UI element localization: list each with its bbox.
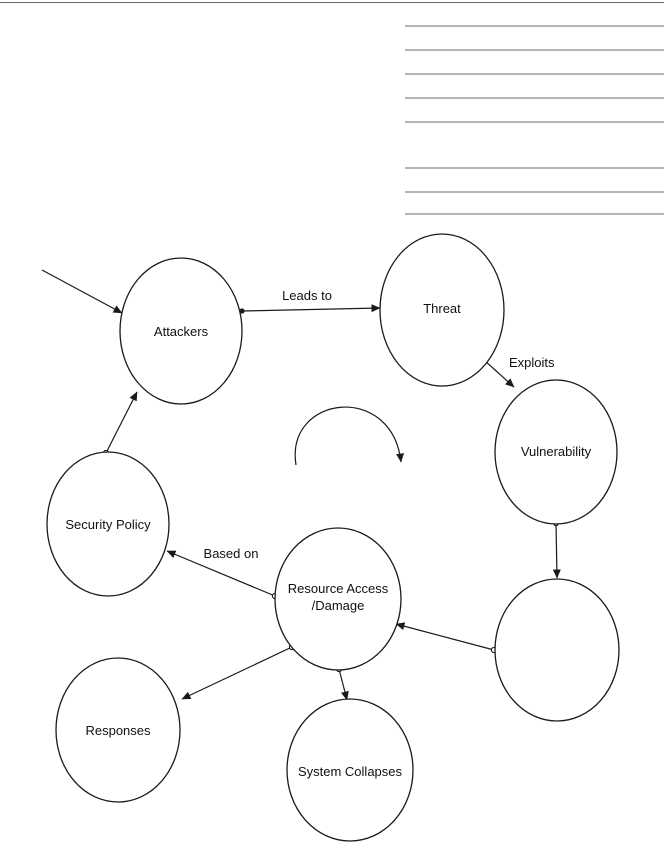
edge-unlabeled-resource xyxy=(395,622,495,651)
node-resource-access-label-line2: /Damage xyxy=(312,598,365,613)
node-security-policy-circle xyxy=(46,451,170,597)
edge-policy-attackers xyxy=(105,391,138,454)
node-vulnerability-label: Vulnerability xyxy=(521,444,592,459)
node-resource-access: Resource Access /Damage xyxy=(274,527,402,671)
node-responses: Responses xyxy=(55,657,181,803)
node-security-policy: Security Policy xyxy=(46,451,170,597)
node-threat: Threat xyxy=(379,233,505,387)
edges xyxy=(41,269,561,701)
edge-resource-responses xyxy=(181,646,293,700)
edge-resource-policy xyxy=(166,550,276,597)
node-threat-circle xyxy=(379,233,505,387)
node-attackers-label: Attackers xyxy=(154,324,209,339)
node-attackers: Attackers xyxy=(119,257,243,405)
edge-label-leads-to: Leads to xyxy=(282,288,332,303)
node-system-collapses: System Collapses xyxy=(286,698,414,842)
edge-resource-collapses xyxy=(338,668,349,701)
edge-incoming-attackers xyxy=(41,269,123,314)
node-vulnerability-circle xyxy=(494,379,618,525)
node-unlabeled-circle xyxy=(494,578,620,722)
node-responses-label: Responses xyxy=(85,723,151,738)
edge-label-based-on: Based on xyxy=(204,546,259,561)
cycle-arc xyxy=(294,406,405,466)
node-resource-access-circle xyxy=(274,527,402,671)
node-responses-circle xyxy=(55,657,181,803)
node-unlabeled xyxy=(494,578,620,722)
node-security-policy-label: Security Policy xyxy=(65,517,151,532)
edge-threat-vulnerability xyxy=(483,359,515,388)
node-system-collapses-circle xyxy=(286,698,414,842)
node-system-collapses-label: System Collapses xyxy=(298,764,403,779)
header-rules xyxy=(0,2,664,215)
node-attackers-circle xyxy=(119,257,243,405)
node-resource-access-label-line1: Resource Access xyxy=(288,581,389,596)
node-vulnerability: Vulnerability xyxy=(494,379,618,525)
node-threat-label: Threat xyxy=(423,301,461,316)
edge-label-exploits: Exploits xyxy=(509,355,555,370)
edge-attackers-threat xyxy=(241,304,381,313)
edge-vulnerability-unlabeled xyxy=(552,522,561,579)
